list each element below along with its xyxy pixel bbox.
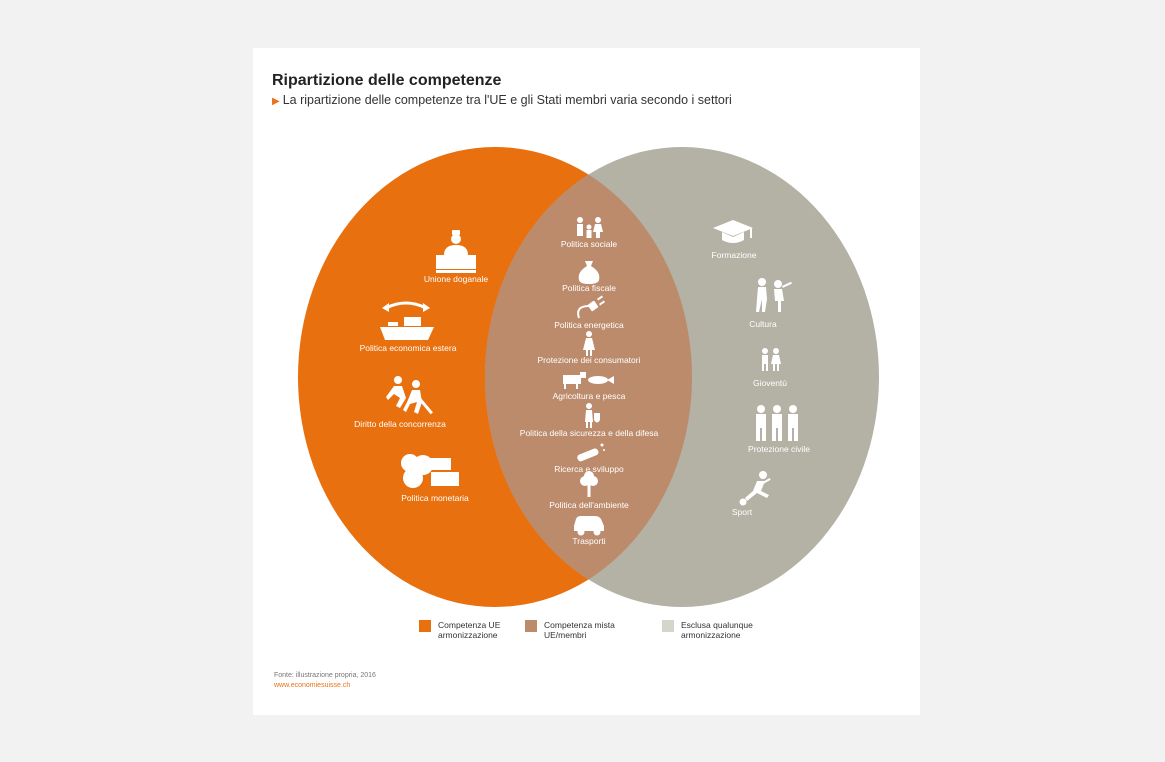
test-tube-icon: [577, 443, 605, 462]
legend-mixed-label: Competenza mista UE/membri: [544, 620, 615, 640]
mixed-label-protezione-consumatori: Protezione dei consumatori: [537, 355, 640, 365]
youth-icon: [762, 348, 781, 371]
consumer-icon: [583, 331, 595, 356]
legend-member: Esclusa qualunque armonizzazione: [662, 620, 771, 640]
mixed-label-sicurezza-difesa: Politica della sicurezza e della difesa: [520, 428, 659, 438]
tree-icon: [580, 471, 598, 497]
car-icon: [574, 516, 604, 536]
subtitle: ▶La ripartizione delle competenze tra l'…: [272, 93, 732, 107]
source-url[interactable]: www.economiesuisse.ch: [274, 682, 351, 689]
customs-officer-icon: [436, 230, 476, 273]
mixed-overlap: [485, 147, 692, 607]
family-icon: [577, 217, 603, 238]
member-label-protezione-civile: Protezione civile: [748, 444, 810, 454]
legend-eu-swatch: [419, 620, 431, 632]
legend-mixed: Competenza mista UE/membri: [525, 620, 634, 640]
eu-label-politica-economica-estera: Politica economica estera: [360, 343, 457, 353]
soldier-icon: [585, 403, 600, 428]
source-note: Fonte: illustrazione propria, 2016: [274, 672, 376, 679]
subtitle-text: La ripartizione delle competenze tra l'U…: [282, 93, 732, 107]
member-label-formazione: Formazione: [712, 250, 757, 260]
money-bag-icon: [578, 261, 600, 284]
member-label-cultura: Cultura: [749, 319, 777, 329]
legend-member-label: Esclusa qualunque armonizzazione: [681, 620, 753, 640]
page-title: Ripartizione delle competenze: [272, 72, 502, 89]
cow-fish-icon: [563, 372, 614, 389]
member-label-sport: Sport: [732, 507, 753, 517]
mixed-label-politica-sociale: Politica sociale: [561, 239, 617, 249]
mixed-label-ricerca-sviluppo: Ricerca e sviluppo: [554, 464, 624, 474]
mixed-label-agricoltura-pesca: Agricoltura e pesca: [553, 391, 626, 401]
legend-mixed-swatch: [525, 620, 537, 632]
plug-icon: [577, 295, 606, 319]
legend-member-swatch: [662, 620, 674, 632]
venn-diagram: Unione doganale Politica economica ester…: [298, 147, 879, 607]
legend-eu: Competenza UE armonizzazione: [419, 620, 528, 640]
cargo-ship-icon: [380, 301, 434, 340]
eu-label-politica-monetaria: Politica monetaria: [401, 493, 469, 503]
mixed-label-politica-fiscale: Politica fiscale: [562, 283, 616, 293]
civil-protection-icon: [756, 405, 798, 441]
eu-label-diritto-concorrenza: Diritto della concorrenza: [354, 419, 446, 429]
eu-label-unione-doganale: Unione doganale: [424, 274, 489, 284]
graduation-cap-icon: [713, 220, 753, 243]
mixed-label-trasporti: Trasporti: [572, 536, 605, 546]
mixed-label-politica-energetica: Politica energetica: [554, 320, 624, 330]
coins-icon: [401, 454, 459, 488]
mixed-label-politica-ambiente: Politica dell'ambiente: [549, 500, 629, 510]
member-label-gioventu: Gioventù: [753, 378, 787, 388]
infographic-card: Ripartizione delle competenze ▶La ripart…: [253, 48, 920, 715]
theatre-figures-icon: [756, 278, 792, 312]
legend-eu-label: Competenza UE armonizzazione: [438, 620, 501, 640]
triangle-marker-icon: ▶: [272, 96, 280, 107]
runners-icon: [386, 376, 433, 415]
football-player-icon: [739, 471, 771, 506]
